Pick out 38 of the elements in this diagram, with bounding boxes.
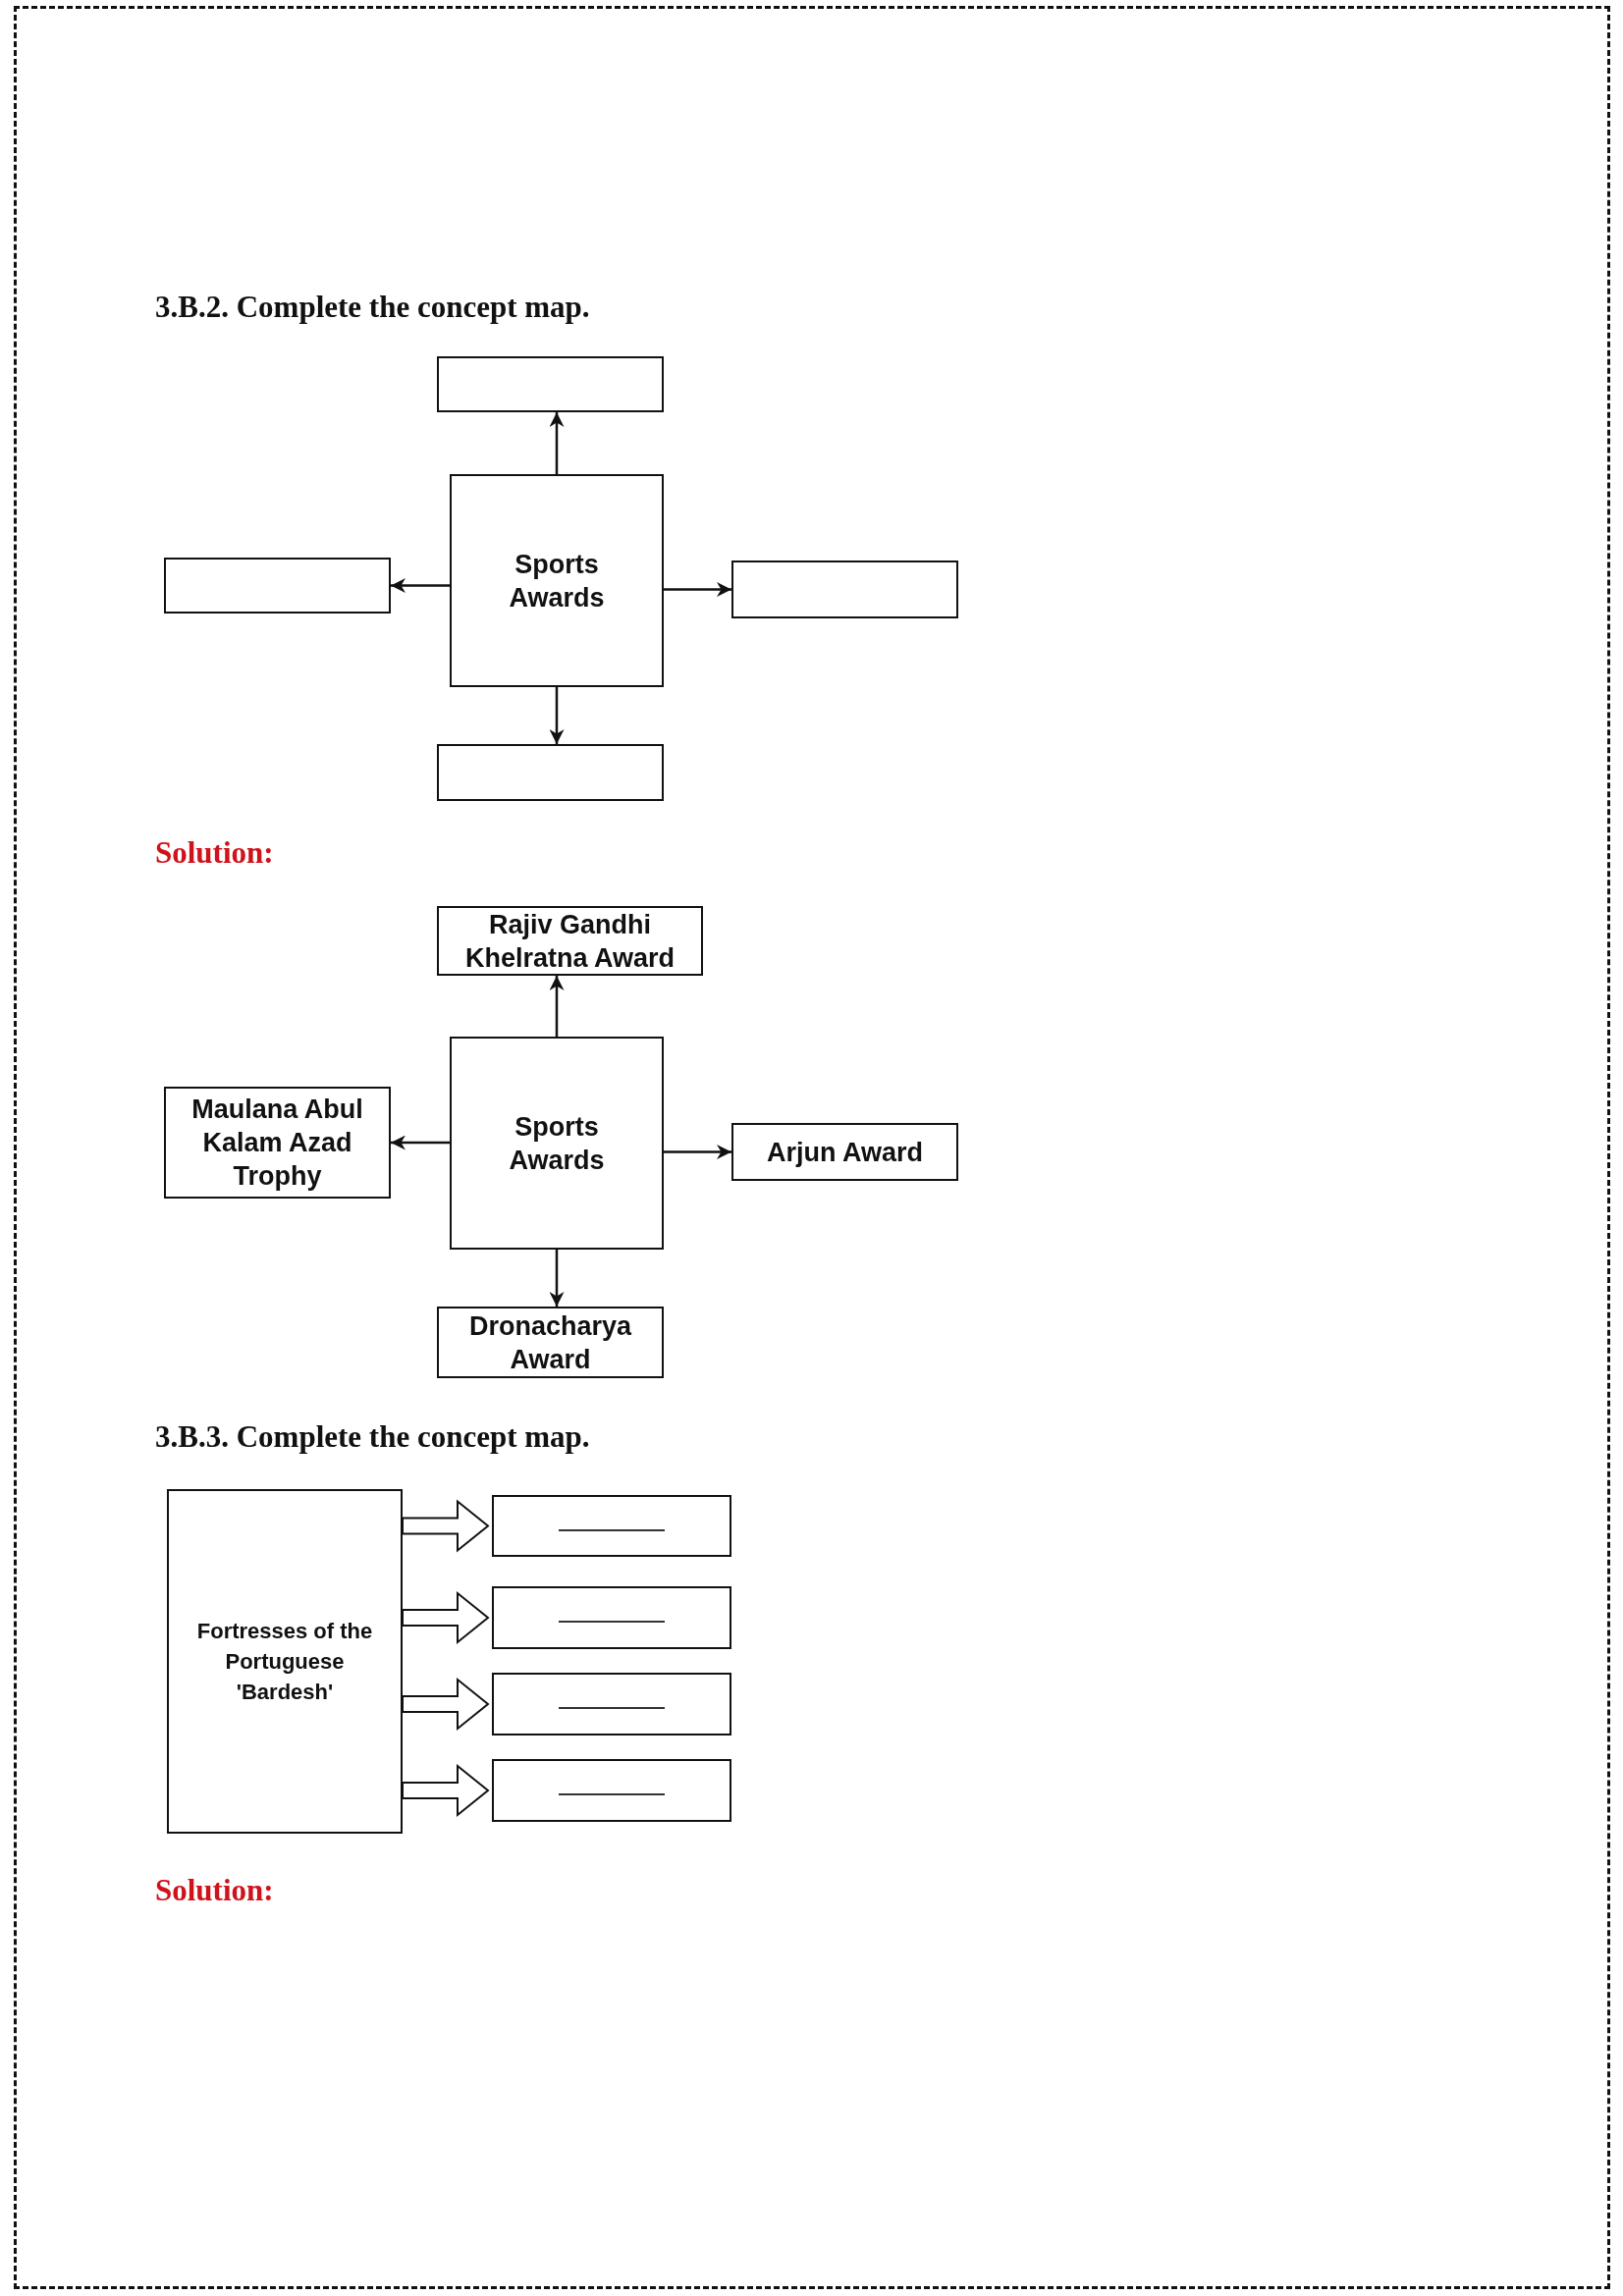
solution-heading: Solution: [155,834,274,872]
node-text: Arjun Award [767,1136,923,1169]
blank-box [437,744,664,801]
blank-box [492,1759,731,1822]
block-arrow [402,1499,490,1553]
concept-box [164,1087,391,1199]
arrow [549,976,565,1037]
node-text: Fortresses of the Portuguese 'Bardesh' [195,1618,374,1706]
blank-box [492,1586,731,1649]
arrow [549,1250,565,1307]
node-text: Sports Awards [508,1110,606,1177]
blank-box [492,1495,731,1557]
question-heading: 3.B.2. Complete the concept map. [155,289,590,326]
blank-box [492,1673,731,1735]
concept-box [437,906,703,976]
concept-box [437,1307,664,1378]
block-arrow [402,1763,490,1818]
node-text: Maulana Abul Kalam Azad Trophy [190,1094,364,1193]
concept-box [731,1123,958,1181]
blank-box [437,356,664,412]
question-heading: 3.B.3. Complete the concept map. [155,1418,590,1456]
node-text: Sports Awards [508,548,606,614]
concept-box [167,1489,403,1834]
block-arrow [402,1677,490,1732]
arrow [391,578,450,593]
arrow [664,582,731,597]
solution-heading: Solution: [155,1872,274,1909]
arrow [549,687,565,744]
central-concept-box [450,1037,664,1250]
blank-box [731,561,958,618]
block-arrow [402,1590,490,1645]
arrow [664,1145,731,1159]
arrow [391,1135,450,1150]
central-concept-box [450,474,664,687]
arrow [549,412,565,474]
blank-box [164,558,391,614]
node-text: Dronacharya Award [467,1309,633,1376]
node-text: Rajiv Gandhi Khelratna Award [463,908,676,975]
